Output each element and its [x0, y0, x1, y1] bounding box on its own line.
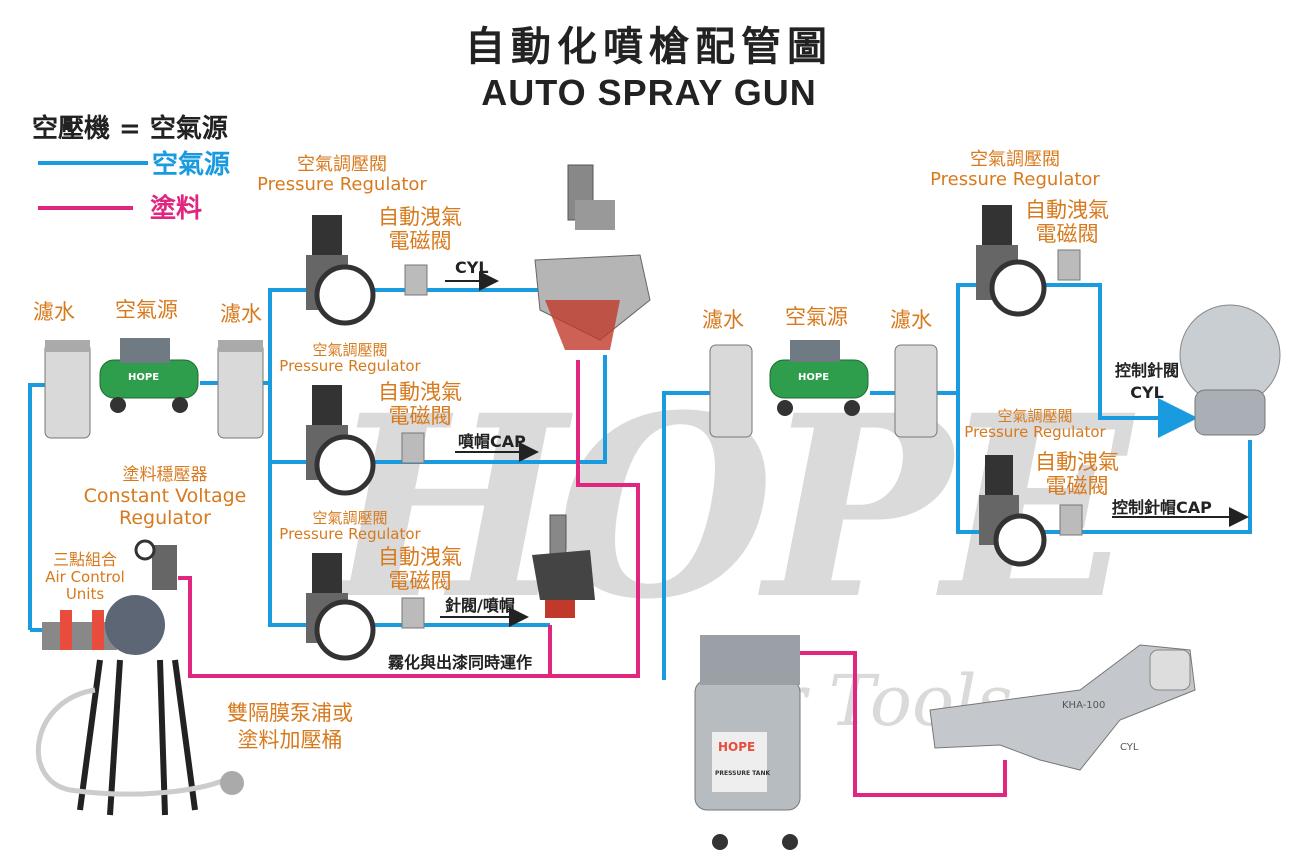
air-control-label: 三點組合 Air Control Units: [30, 550, 140, 603]
diaphragm-pump: [35, 595, 244, 816]
auto-gun-top: [534, 164, 651, 350]
left-regulator-3-zh: 空氣調壓閥: [312, 509, 388, 527]
page-title-zh: 自動化噴槍配管圖: [465, 24, 833, 70]
left-regulator-2-en: Pressure Regulator: [279, 357, 421, 375]
left-regulator-2-zh: 空氣調壓閥: [312, 341, 388, 359]
page-title-en: AUTO SPRAY GUN: [481, 72, 817, 113]
left-filter-1-label: 濾水: [33, 300, 75, 324]
right-output-1-label: 控制針閥 CYL: [1102, 360, 1192, 404]
right-filter-1: [709, 344, 753, 438]
tank-brand: HOPE: [718, 740, 756, 754]
left-regulator-3-label: 空氣調壓閥 Pressure Regulator: [270, 510, 430, 542]
left-solenoid-1: [404, 264, 428, 296]
right-regulator-2-zh: 空氣調壓閥: [997, 407, 1073, 425]
air-control-zh: 三點組合: [52, 550, 117, 569]
constant-voltage-regulator: [134, 539, 177, 590]
air-control-en1: Air Control: [45, 568, 125, 586]
pressure-tank: [694, 635, 801, 850]
right-filter-2: [894, 344, 938, 438]
right-solenoid-2: [1059, 504, 1083, 536]
right-regulator-1-zh: 空氣調壓閥: [970, 149, 1060, 170]
right-solenoid-2-label: 自動洩氣 電磁閥: [1022, 450, 1132, 498]
legend-paint-label: 塗料: [150, 194, 203, 224]
left-solenoid-2: [401, 432, 425, 464]
right-output-1-line1: 控制針閥: [1114, 361, 1179, 380]
tank-label: PRESSURE TANK: [715, 770, 771, 777]
left-regulator-1-zh: 空氣調壓閥: [297, 154, 387, 175]
pump-label: 雙隔膜泵浦或 塗料加壓桶: [205, 700, 375, 754]
auto-gun-bottom: [532, 514, 595, 618]
simultaneous-label: 霧化與出漆同時運作: [388, 653, 533, 672]
constant-voltage-label: 塗料穩壓器 Constant Voltage Regulator: [70, 465, 260, 529]
left-solenoid-3-label: 自動洩氣 電磁閥: [365, 545, 475, 593]
right-regulator-2-en: Pressure Regulator: [964, 423, 1106, 441]
right-solenoid-2-line1: 自動洩氣: [1035, 450, 1119, 474]
left-solenoid-2-line2: 電磁閥: [388, 404, 452, 428]
right-solenoid-1-label: 自動洩氣 電磁閥: [1012, 198, 1122, 246]
right-solenoid-2-line2: 電磁閥: [1045, 474, 1109, 498]
right-filter-2-label: 濾水: [890, 308, 932, 332]
legend-air-line: [38, 161, 148, 165]
left-solenoid-2-line1: 自動洩氣: [378, 380, 462, 404]
air-control-en2: Units: [65, 585, 105, 603]
right-solenoid-1-line2: 電磁閥: [1035, 222, 1099, 246]
legend-air-label: 空氣源: [152, 150, 231, 180]
right-regulator-1-label: 空氣調壓閥 Pressure Regulator: [920, 150, 1110, 190]
left-output-1-label: CYL: [455, 258, 489, 277]
right-filter-1-label: 濾水: [702, 308, 744, 332]
right-regulator-2-label: 空氣調壓閥 Pressure Regulator: [960, 408, 1110, 440]
left-regulator-3: [306, 553, 376, 661]
left-solenoid-1-label: 自動洩氣 電磁閥: [365, 205, 475, 253]
gun-cyl: CYL: [1120, 742, 1139, 753]
left-regulator-1-label: 空氣調壓閥 Pressure Regulator: [252, 155, 432, 195]
left-solenoid-2-label: 自動洩氣 電磁閥: [365, 380, 475, 428]
left-solenoid-3-line1: 自動洩氣: [378, 545, 462, 569]
gun-model: KHA-100: [1062, 700, 1106, 711]
left-compressor: [99, 338, 199, 413]
left-filter-2-label: 濾水: [220, 302, 262, 326]
left-compressor-brand: HOPE: [128, 372, 160, 383]
pump-line2: 塗料加壓桶: [237, 728, 343, 752]
auto-spray-gun-right: [929, 644, 1196, 771]
left-output-2-label: 噴帽CAP: [458, 432, 526, 451]
right-output-1-line2: CYL: [1130, 383, 1164, 402]
left-regulator-2-label: 空氣調壓閥 Pressure Regulator: [270, 342, 430, 374]
right-regulator-1: [976, 205, 1047, 317]
pump-line1: 雙隔膜泵浦或: [227, 701, 353, 725]
right-paint-pipes: [745, 651, 1007, 797]
left-regulator-1-en: Pressure Regulator: [257, 174, 427, 195]
left-solenoid-3-line2: 電磁閥: [388, 569, 452, 593]
right-solenoid-1: [1057, 249, 1081, 281]
direction-arrows: [440, 271, 1249, 627]
right-output-2-label: 控制針帽CAP: [1112, 498, 1212, 517]
constant-voltage-en2: Regulator: [119, 507, 211, 529]
right-air-source-label: 空氣源: [785, 305, 848, 329]
right-compressor-brand: HOPE: [798, 372, 830, 383]
left-solenoid-3: [401, 597, 425, 629]
left-filter-1: [44, 340, 91, 439]
right-compressor: [769, 340, 869, 416]
left-solenoid-1-line2: 電磁閥: [388, 229, 452, 253]
legend-equation: 空壓機 = 空氣源: [32, 114, 228, 144]
left-filter-2: [217, 340, 264, 439]
right-solenoid-1-line1: 自動洩氣: [1025, 198, 1109, 222]
right-regulator-1-en: Pressure Regulator: [930, 169, 1100, 190]
left-regulator-1: [306, 215, 376, 326]
left-solenoid-1-line1: 自動洩氣: [378, 205, 462, 229]
constant-voltage-en1: Constant Voltage: [83, 485, 247, 507]
left-regulator-3-en: Pressure Regulator: [279, 525, 421, 543]
left-output-3-label: 針閥/噴帽: [445, 596, 515, 615]
air-control-units: [42, 610, 117, 650]
right-regulator-2: [979, 455, 1047, 567]
cylinder-valve: [1179, 304, 1281, 436]
left-paint-pipes: [178, 360, 640, 678]
legend-paint-line: [38, 206, 133, 210]
constant-voltage-zh: 塗料穩壓器: [122, 465, 208, 485]
left-air-source-label: 空氣源: [115, 298, 178, 322]
left-regulator-2: [306, 385, 376, 496]
right-air-pipes: [662, 283, 1252, 680]
